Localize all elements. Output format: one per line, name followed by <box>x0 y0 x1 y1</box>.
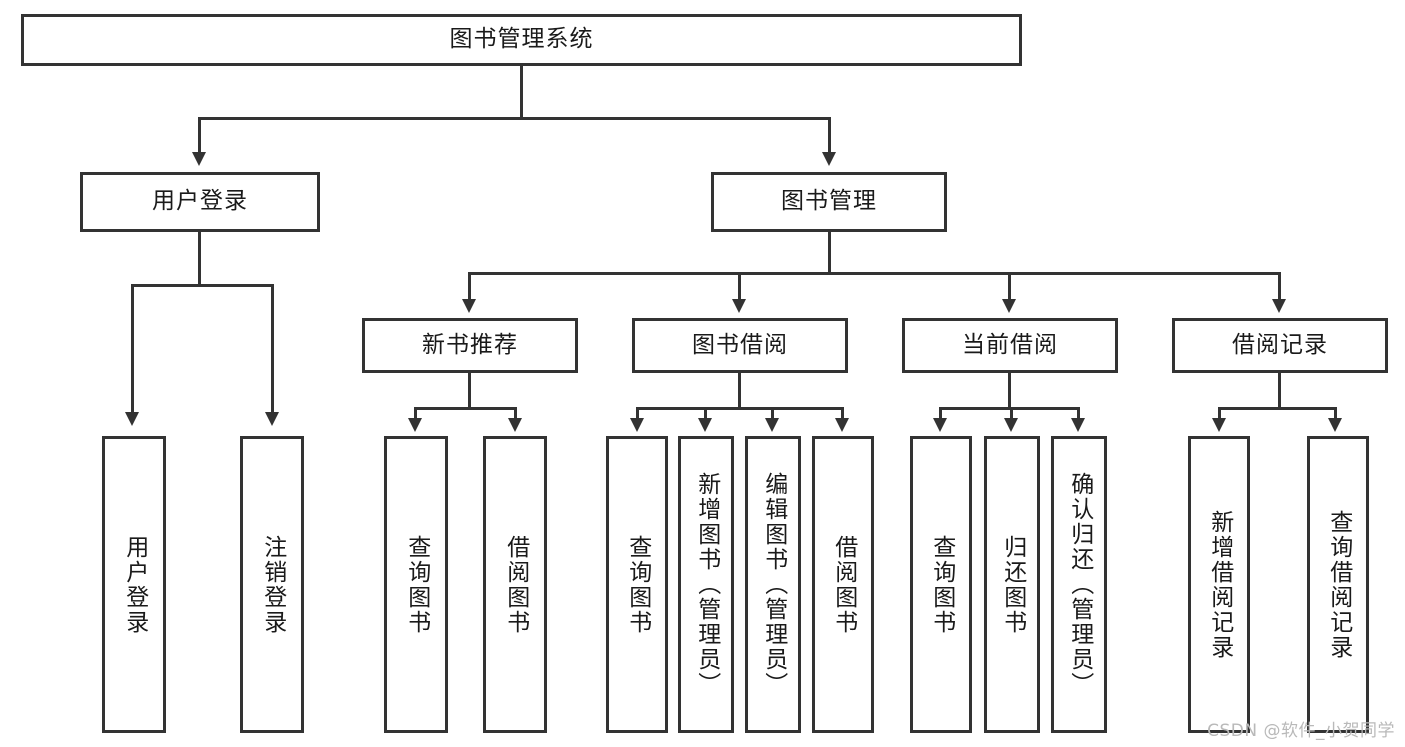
arrowhead-leaf-logout <box>265 412 279 426</box>
leaf-confirm-return-admin[interactable]: 确认归还（管理员） <box>1051 436 1107 733</box>
leaf-query-book-rec[interactable]: 查询图书 <box>384 436 448 733</box>
edge-borrow-record-stem <box>1278 373 1281 407</box>
edge-to-user-login <box>198 117 201 155</box>
node-current-borrow[interactable]: 当前借阅 <box>902 318 1118 373</box>
edge-user-login-drop-1 <box>131 284 134 415</box>
node-label: 图书管理系统 <box>449 26 594 53</box>
node-borrow-record[interactable]: 借阅记录 <box>1172 318 1388 373</box>
edge-book-borrow-drop-4 <box>841 407 844 422</box>
arrowhead-leaf-confirm-return <box>1071 418 1085 432</box>
arrowhead-leaf-query-book-3 <box>933 418 947 432</box>
node-book-borrow[interactable]: 图书借阅 <box>632 318 848 373</box>
node-label: 新增图书（管理员） <box>693 472 720 697</box>
leaf-add-book-admin[interactable]: 新增图书（管理员） <box>678 436 734 733</box>
leaf-query-borrow-record[interactable]: 查询借阅记录 <box>1307 436 1369 733</box>
node-label: 注销登录 <box>259 534 286 635</box>
node-label: 确认归还（管理员） <box>1066 472 1093 697</box>
edge-book-borrow-drop-2 <box>704 407 707 422</box>
edge-level2-bus <box>468 272 1280 275</box>
edge-current-borrow-stem <box>1008 373 1011 407</box>
leaf-user-login[interactable]: 用户登录 <box>102 436 166 733</box>
leaf-logout[interactable]: 注销登录 <box>240 436 304 733</box>
edge-to-current-borrow <box>1008 272 1011 302</box>
node-label: 归还图书 <box>999 534 1026 635</box>
leaf-return-book[interactable]: 归还图书 <box>984 436 1040 733</box>
edge-current-borrow-drop-2 <box>1010 407 1013 422</box>
node-label: 图书管理 <box>781 188 877 215</box>
leaf-borrow-book-rec[interactable]: 借阅图书 <box>483 436 547 733</box>
arrowhead-user-login <box>192 152 206 166</box>
edge-root-stem <box>520 66 523 117</box>
edge-user-login-bus <box>131 284 274 287</box>
node-label: 查询图书 <box>928 534 955 635</box>
edge-book-borrow-drop-3 <box>771 407 774 422</box>
edge-borrow-record-bus <box>1218 407 1337 410</box>
edge-book-borrow-drop-1 <box>636 407 639 422</box>
edge-to-new-book-rec <box>468 272 471 302</box>
arrowhead-new-book-rec <box>462 299 476 313</box>
arrowhead-leaf-add-record <box>1212 418 1226 432</box>
node-label: 借阅图书 <box>830 534 857 635</box>
arrowhead-book-borrow <box>732 299 746 313</box>
node-label: 新书推荐 <box>422 331 518 358</box>
arrowhead-leaf-query-book-2 <box>630 418 644 432</box>
edge-book-borrow-stem <box>738 373 741 407</box>
leaf-borrow-book[interactable]: 借阅图书 <box>812 436 874 733</box>
node-book-manage[interactable]: 图书管理 <box>711 172 947 232</box>
edge-new-book-rec-drop-2 <box>514 407 517 422</box>
arrowhead-leaf-borrow-book-2 <box>835 418 849 432</box>
node-label: 借阅记录 <box>1232 331 1328 358</box>
edge-new-book-rec-stem <box>468 373 471 407</box>
edge-current-borrow-bus <box>939 407 1080 410</box>
edge-book-borrow-bus <box>636 407 844 410</box>
node-label: 当前借阅 <box>962 331 1058 358</box>
arrowhead-leaf-query-record <box>1328 418 1342 432</box>
edge-level1-bus <box>198 117 831 120</box>
node-label: 编辑图书（管理员） <box>760 472 787 697</box>
node-label: 借阅图书 <box>502 534 529 635</box>
edge-new-book-rec-drop-1 <box>414 407 417 422</box>
node-user-login[interactable]: 用户登录 <box>80 172 320 232</box>
node-label: 新增借阅记录 <box>1206 509 1233 660</box>
arrowhead-leaf-user-login <box>125 412 139 426</box>
node-new-book-recommend[interactable]: 新书推荐 <box>362 318 578 373</box>
arrowhead-leaf-edit-book <box>765 418 779 432</box>
edge-to-book-manage <box>828 117 831 155</box>
arrowhead-current-borrow <box>1002 299 1016 313</box>
node-label: 查询图书 <box>624 534 651 635</box>
node-label: 查询图书 <box>403 534 430 635</box>
csdn-watermark: CSDN @软件_小贺同学 <box>1207 721 1395 741</box>
node-label: 用户登录 <box>152 188 248 215</box>
edge-new-book-rec-bus <box>414 407 517 410</box>
edge-to-book-borrow <box>738 272 741 302</box>
node-label: 图书借阅 <box>692 331 788 358</box>
arrowhead-leaf-query-book-1 <box>408 418 422 432</box>
arrowhead-leaf-return-book <box>1004 418 1018 432</box>
edge-borrow-record-drop-1 <box>1218 407 1221 422</box>
leaf-edit-book-admin[interactable]: 编辑图书（管理员） <box>745 436 801 733</box>
arrowhead-leaf-add-book <box>698 418 712 432</box>
edge-current-borrow-drop-1 <box>939 407 942 422</box>
edge-user-login-stem <box>198 232 201 284</box>
node-label: 查询借阅记录 <box>1325 509 1352 660</box>
edge-current-borrow-drop-3 <box>1077 407 1080 422</box>
leaf-add-borrow-record[interactable]: 新增借阅记录 <box>1188 436 1250 733</box>
node-root-system[interactable]: 图书管理系统 <box>21 14 1022 66</box>
edge-book-manage-stem <box>828 232 831 272</box>
leaf-query-book-borrow[interactable]: 查询图书 <box>606 436 668 733</box>
leaf-query-book-current[interactable]: 查询图书 <box>910 436 972 733</box>
edge-borrow-record-drop-2 <box>1334 407 1337 422</box>
arrowhead-leaf-borrow-book-1 <box>508 418 522 432</box>
edge-user-login-drop-2 <box>271 284 274 415</box>
arrowhead-book-manage <box>822 152 836 166</box>
node-label: 用户登录 <box>121 534 148 635</box>
arrowhead-borrow-record <box>1272 299 1286 313</box>
edge-to-borrow-record <box>1278 272 1281 302</box>
